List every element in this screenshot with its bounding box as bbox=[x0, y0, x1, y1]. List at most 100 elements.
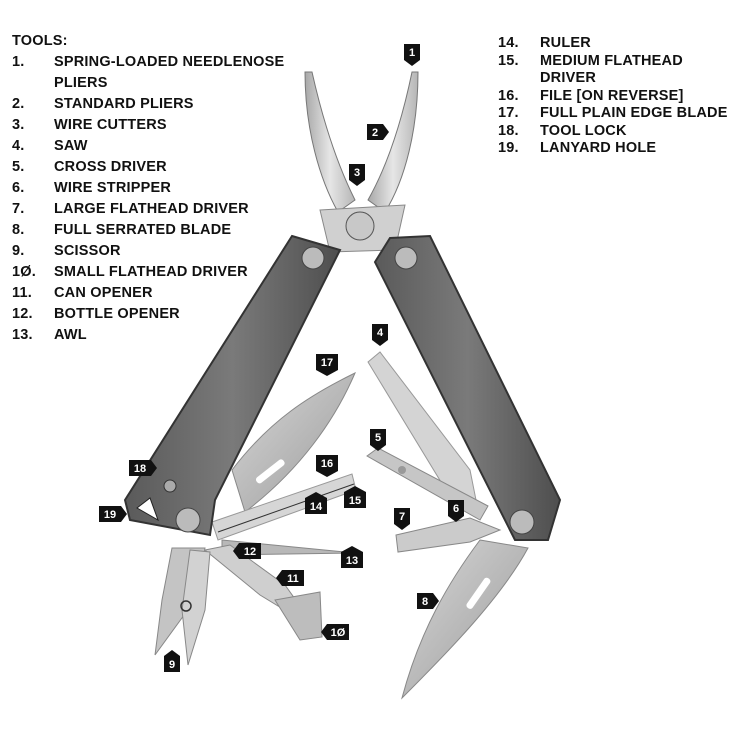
callout-tag-shape bbox=[99, 506, 127, 522]
lanyard-hole bbox=[136, 497, 159, 522]
legend-item-label: FULL SERRATED BLADE bbox=[54, 222, 232, 238]
callout-tag-label: 17 bbox=[321, 357, 333, 369]
tool-group-left bbox=[154, 371, 357, 666]
callout-tag-11: 11 bbox=[276, 570, 304, 586]
legend-item-number: 1. bbox=[12, 54, 25, 70]
legend-item-label: SMALL FLATHEAD DRIVER bbox=[54, 264, 248, 280]
legend-item: 16.FILE [ON REVERSE] bbox=[498, 88, 738, 106]
callout-tag-shape bbox=[341, 546, 363, 568]
callout-tag-label: 2 bbox=[372, 127, 378, 139]
callout-tag-5: 5 bbox=[370, 429, 386, 451]
scissor-blade-right bbox=[181, 549, 211, 666]
legend-item-number: 15. bbox=[498, 52, 519, 69]
legend-item-number: 6. bbox=[12, 180, 25, 196]
callout-tag-label: 12 bbox=[244, 546, 256, 558]
legend-item-number: 1Ø. bbox=[12, 264, 36, 280]
legend-item: 4.SAW bbox=[12, 136, 302, 157]
plier-jaw-left bbox=[304, 71, 356, 213]
callout-tag-shape bbox=[370, 429, 386, 451]
callout-tag-3: 3 bbox=[349, 164, 365, 186]
callout-tag-17: 17 bbox=[316, 354, 338, 376]
small-flathead-driver bbox=[274, 591, 323, 641]
cross-driver-screw bbox=[398, 466, 406, 474]
blade-thumb-hole-2 bbox=[466, 577, 491, 609]
legend-item-label: BOTTLE OPENER bbox=[54, 306, 180, 322]
legend-item-number: 18. bbox=[498, 122, 519, 139]
callout-tag-shape bbox=[404, 44, 420, 66]
legend-item: 5. CROSS DRIVER bbox=[12, 157, 302, 178]
callout-tag-label: 1 bbox=[409, 47, 415, 59]
callout-tag-8: 8 bbox=[417, 593, 439, 609]
callout-tag-shape bbox=[164, 650, 180, 672]
callout-tag-7: 7 bbox=[394, 508, 410, 530]
callout-tag-shape bbox=[276, 570, 304, 586]
legend-item-label: TOOL LOCK bbox=[540, 122, 627, 139]
callout-tag-shape bbox=[321, 624, 349, 640]
callout-tag-shape bbox=[316, 455, 338, 477]
legend-title: TOOLS: bbox=[12, 33, 68, 49]
legend-item-number: 4. bbox=[12, 138, 25, 154]
serrated-blade bbox=[401, 539, 529, 700]
callout-tag-6: 6 bbox=[448, 500, 464, 522]
callout-tag-shape bbox=[344, 486, 366, 508]
tools-legend-left: TOOLS: 1.SPRING-LOADED NEEDLENOSE PLIERS… bbox=[12, 31, 302, 346]
pliers-head bbox=[304, 71, 419, 253]
legend-item: 19.LANYARD HOLE bbox=[498, 140, 738, 158]
legend-item-label: STANDARD PLIERS bbox=[54, 96, 194, 112]
handle-left-screw-bottom bbox=[175, 507, 201, 533]
handle-right-screw-top bbox=[394, 246, 418, 270]
legend-item: 6. WIRE STRIPPER bbox=[12, 178, 302, 199]
callout-tag-shape bbox=[394, 508, 410, 530]
legend-item-number: 14. bbox=[498, 35, 519, 51]
legend-item-number: 5. bbox=[12, 159, 25, 175]
legend-item-label: FULL PLAIN EDGE BLADE bbox=[540, 105, 728, 121]
handle-right-screw-bottom bbox=[509, 509, 535, 535]
legend-item-label: WIRE STRIPPER bbox=[54, 180, 171, 196]
legend-item-number: 12. bbox=[12, 306, 33, 322]
legend-item-label: FILE [ON REVERSE] bbox=[540, 87, 684, 104]
plier-pivot bbox=[345, 211, 375, 241]
legend-item-label: CROSS DRIVER bbox=[54, 159, 167, 175]
callout-tag-label: 16 bbox=[321, 458, 333, 470]
legend-item: 2.STANDARD PLIERS bbox=[12, 94, 302, 115]
scissor-pivot bbox=[180, 600, 192, 612]
callout-tag-13: 13 bbox=[341, 546, 363, 568]
ruler-scale-line bbox=[217, 483, 355, 533]
callout-tag-label: 3 bbox=[354, 167, 360, 179]
ruler-tool bbox=[211, 473, 357, 541]
callout-tag-16: 16 bbox=[316, 455, 338, 477]
legend-item-label: RULER bbox=[540, 35, 591, 51]
legend-item-label: SCISSOR bbox=[54, 243, 121, 259]
callout-tag-9: 9 bbox=[164, 650, 180, 672]
callout-tag-19: 19 bbox=[99, 506, 127, 522]
blade-thumb-hole bbox=[255, 459, 285, 484]
callout-tag-shape bbox=[129, 460, 157, 476]
legend-item: 7.LARGE FLATHEAD DRIVER bbox=[12, 199, 302, 220]
callout-tag-shape bbox=[448, 500, 464, 522]
callout-tag-label: 14 bbox=[310, 501, 323, 513]
callout-tag-label: 15 bbox=[349, 495, 361, 507]
legend-item-label: LARGE FLATHEAD DRIVER bbox=[54, 201, 249, 217]
callout-tag-10: 1Ø bbox=[321, 624, 349, 640]
legend-item: 8.FULL SERRATED BLADE bbox=[12, 220, 302, 241]
callout-tag-label: 18 bbox=[134, 463, 146, 475]
callout-tag-label: 9 bbox=[169, 659, 175, 671]
large-flathead-driver bbox=[395, 517, 502, 553]
legend-item-number: 3. bbox=[12, 117, 25, 133]
legend-item-label: MEDIUM FLATHEAD DRIVER bbox=[540, 52, 683, 87]
legend-item-number: 17. bbox=[498, 105, 519, 121]
callout-tag-shape bbox=[349, 164, 365, 186]
legend-item: 13.AWL bbox=[12, 325, 302, 346]
plier-jaw-right bbox=[367, 71, 419, 213]
legend-item: 14. RULER bbox=[498, 35, 738, 53]
legend-item-number: 9. bbox=[12, 243, 25, 259]
callout-tag-label: 11 bbox=[287, 573, 299, 585]
legend-item-number: 13. bbox=[12, 327, 33, 343]
handle-left bbox=[123, 234, 342, 537]
callout-tag-label: 7 bbox=[399, 511, 405, 523]
callout-tag-label: 8 bbox=[422, 596, 428, 608]
callout-tag-shape bbox=[233, 543, 261, 559]
handle-right bbox=[373, 234, 562, 541]
